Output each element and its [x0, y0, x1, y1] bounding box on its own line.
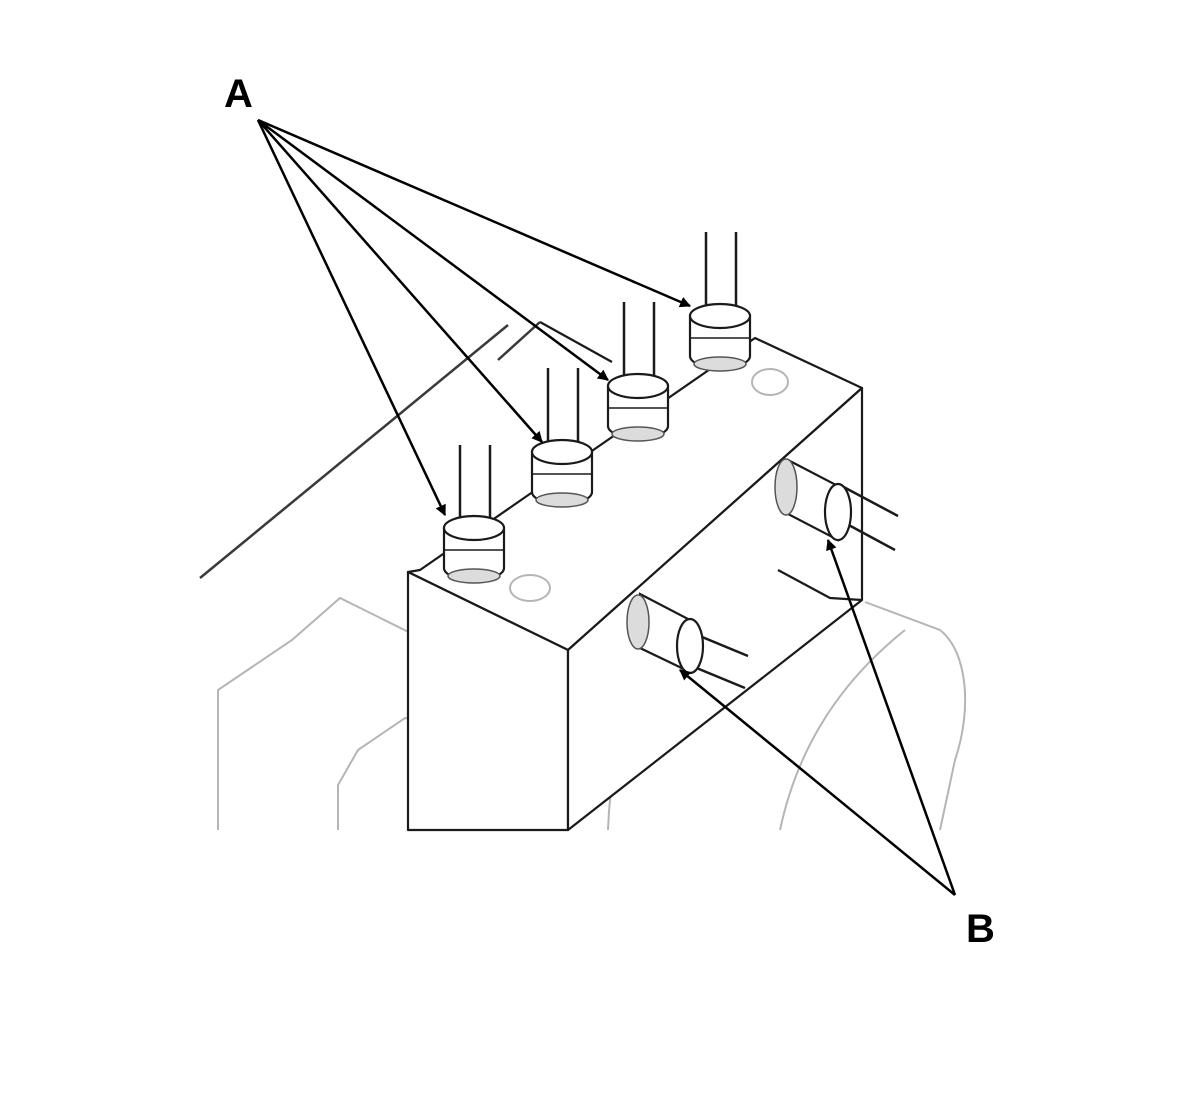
leader-line — [257, 118, 609, 382]
leader-line — [826, 538, 957, 896]
mounting-rail — [199, 321, 541, 579]
brake-line-fitting — [530, 368, 594, 508]
side-brake-line-fitting — [774, 458, 899, 552]
leader-line — [257, 118, 692, 308]
leader-line — [256, 119, 447, 516]
leader-line — [257, 119, 543, 443]
brake-line-fitting — [606, 302, 670, 442]
callout-label-b: B — [966, 907, 995, 951]
callout-a-leaders — [256, 118, 692, 516]
callout-label-a: A — [224, 72, 253, 116]
mounting-hole — [509, 368, 789, 602]
leader-line — [679, 669, 956, 896]
brake-line-fitting — [442, 445, 506, 584]
brake-line-fitting — [688, 232, 752, 372]
callout-b-leaders — [679, 538, 957, 896]
